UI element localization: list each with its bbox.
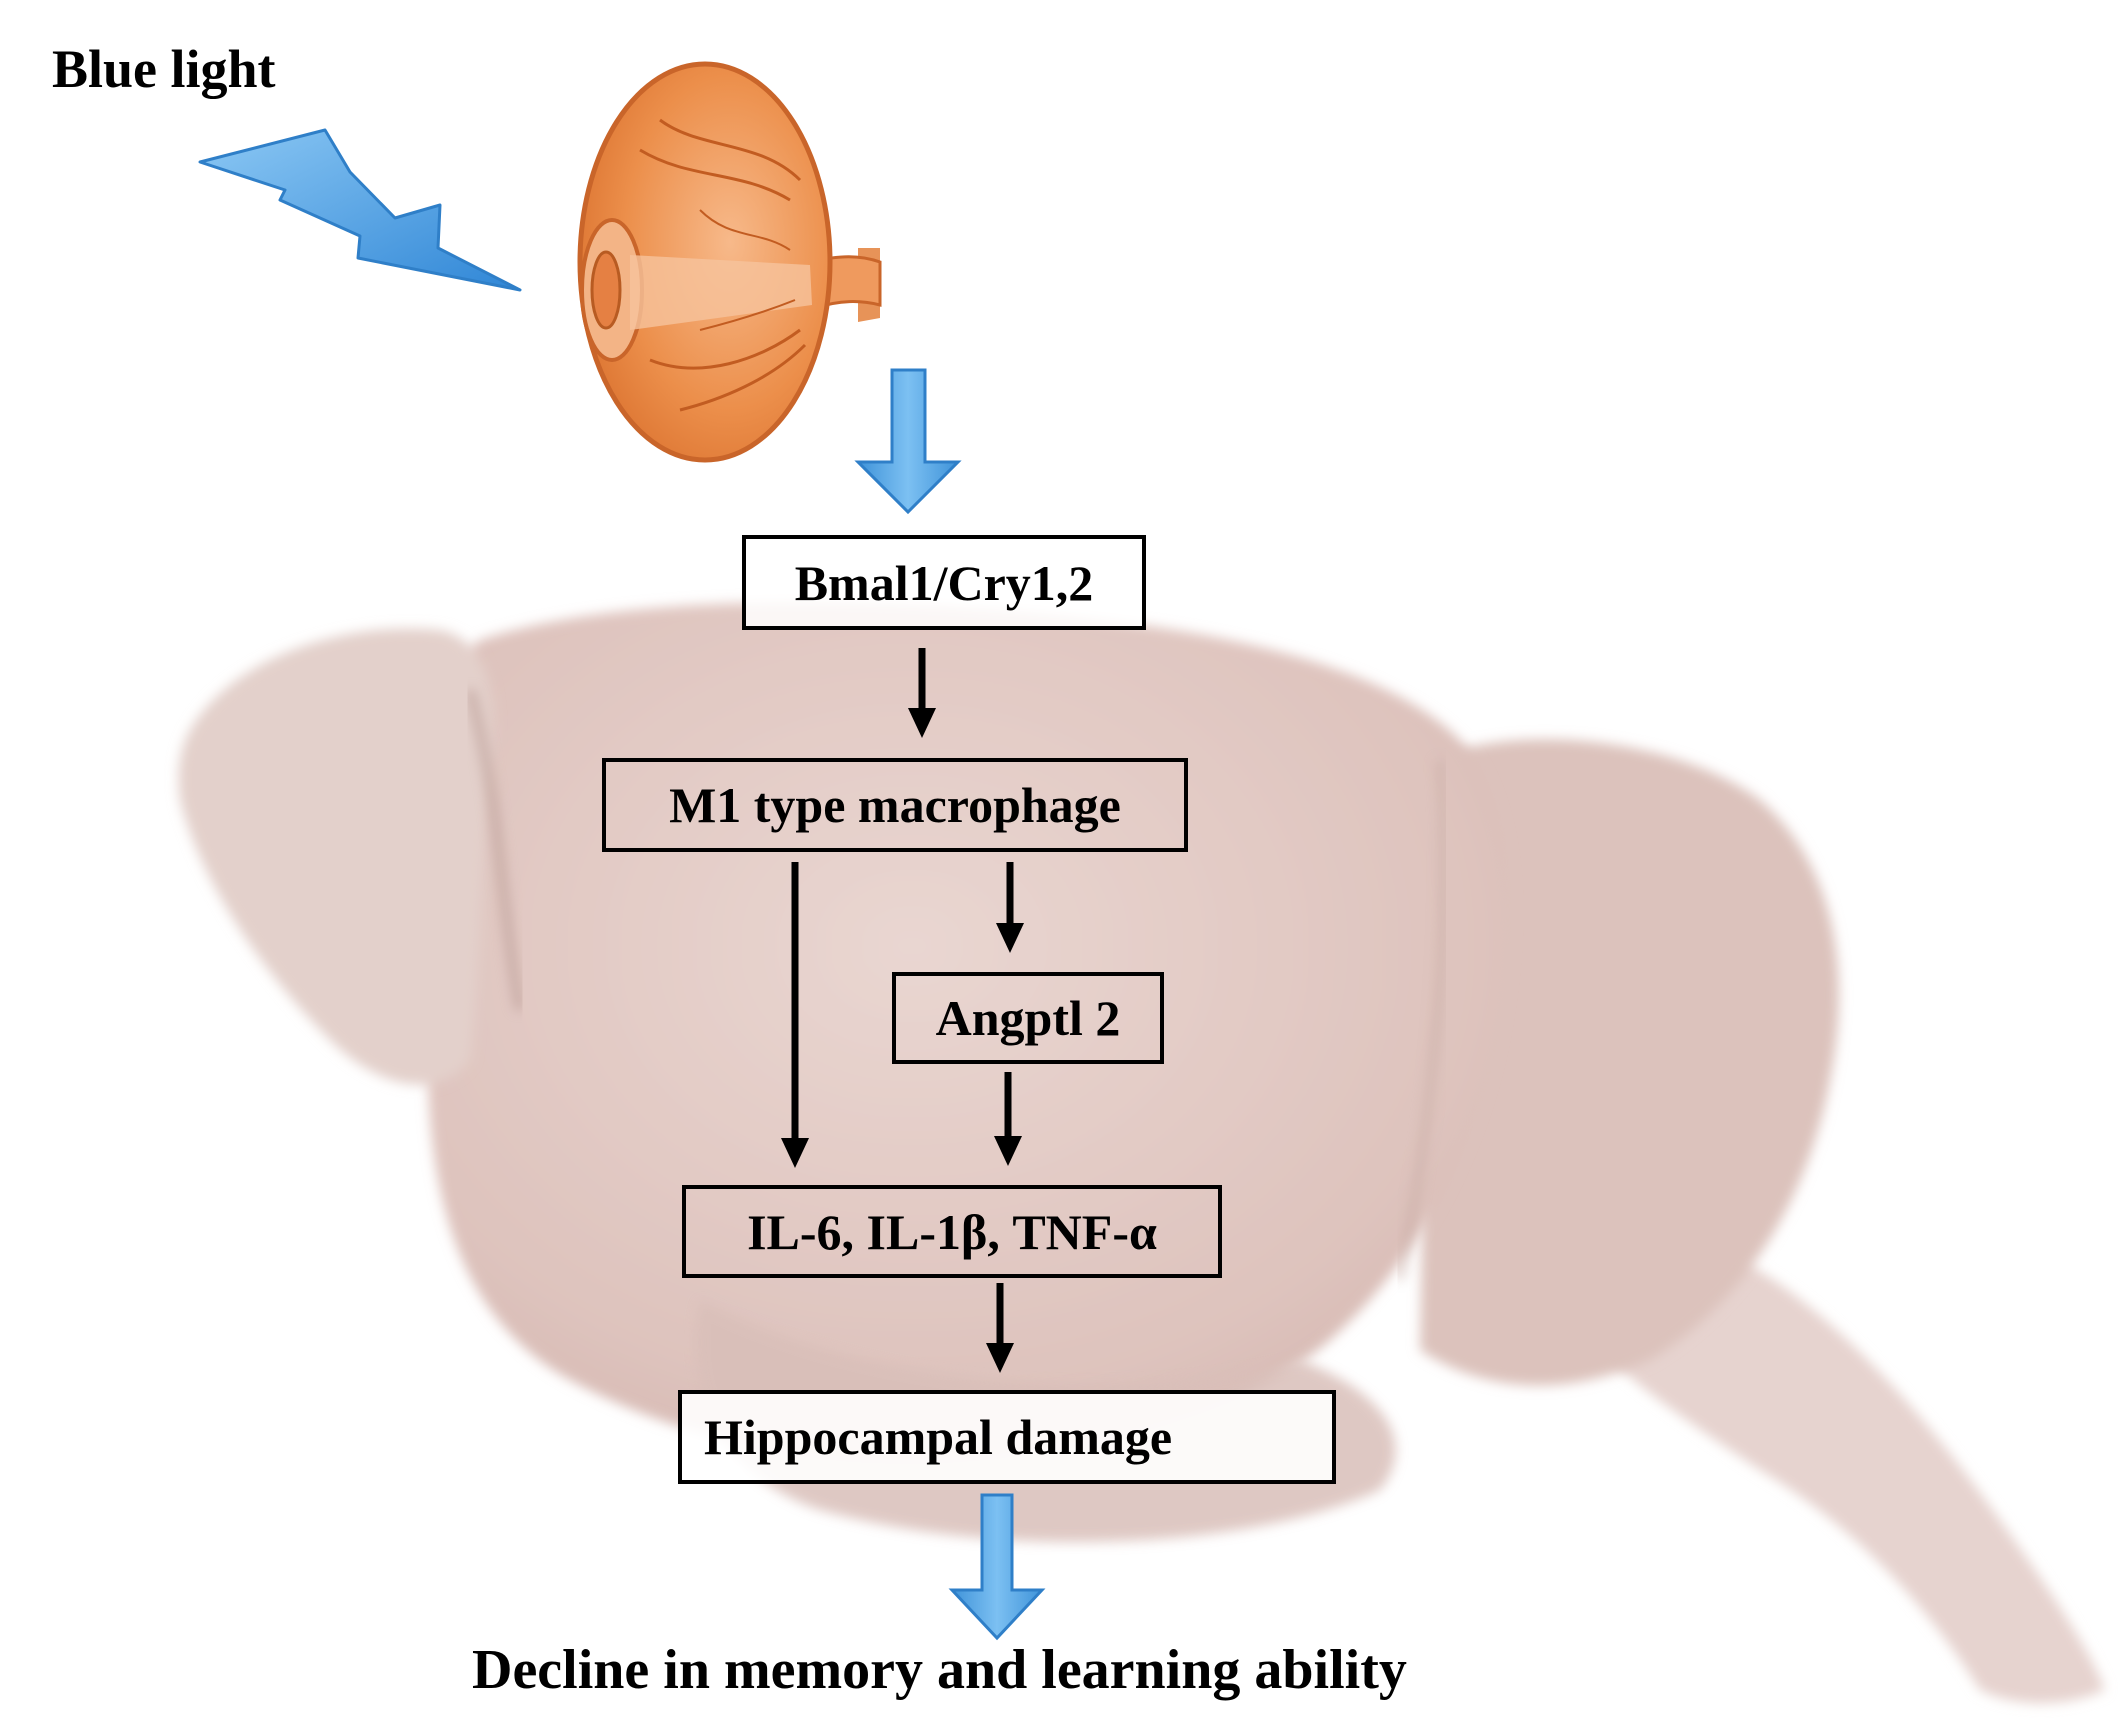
eyeball-icon xyxy=(577,61,882,463)
edge-angptl2-to-cytokines xyxy=(994,1072,1022,1166)
stimulus-label: Blue light xyxy=(52,39,276,99)
edge-bmal1-to-m1 xyxy=(908,648,936,738)
edge-cytokines-to-hippocampal xyxy=(986,1283,1014,1373)
node-hippocampal-damage: Hippocampal damage xyxy=(678,1390,1336,1484)
node-m1-macrophage: M1 type macrophage xyxy=(602,758,1188,852)
edge-hippocampal-to-outcome xyxy=(948,1493,1046,1641)
edge-m1-to-angptl2 xyxy=(996,862,1024,953)
edge-eye-to-bmal1 xyxy=(854,368,962,515)
node-cytokines: IL-6, IL-1β, TNF-α xyxy=(682,1185,1222,1278)
outcome-label: Decline in memory and learning ability xyxy=(472,1639,1407,1701)
node-angptl2: Angptl 2 xyxy=(892,972,1164,1064)
edge-m1-to-cytokines xyxy=(781,862,809,1168)
lightning-bolt-icon xyxy=(198,128,522,292)
node-bmal1: Bmal1/Cry1,2 xyxy=(742,535,1146,630)
